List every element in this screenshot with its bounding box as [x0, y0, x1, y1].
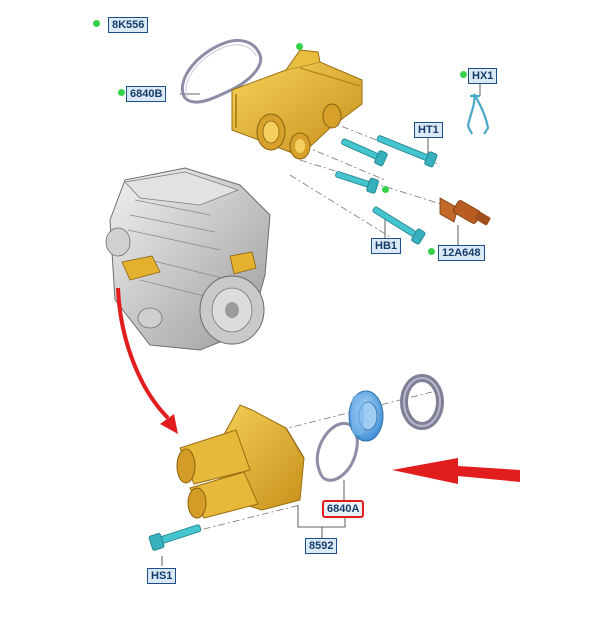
- callout-8592[interactable]: 8592: [305, 538, 338, 554]
- marker-dot: [118, 89, 125, 96]
- o-ring: [400, 374, 444, 430]
- lower-thermostat-housing-8592: [176, 404, 305, 519]
- callout-hx1[interactable]: HX1: [468, 68, 498, 84]
- callout-6840a[interactable]: 6840A: [322, 500, 365, 518]
- gasket-6840b: [180, 39, 263, 104]
- marker-dot: [460, 71, 467, 78]
- marker-dot: [93, 20, 100, 27]
- location-arrow: [116, 287, 178, 434]
- bolt-hs1: [148, 524, 202, 551]
- marker-dot: [296, 43, 303, 50]
- callout-ht1[interactable]: HT1: [414, 122, 443, 138]
- thermostat: [348, 390, 384, 442]
- callout-6840b[interactable]: 6840B: [126, 86, 167, 102]
- engine-block: [105, 167, 271, 351]
- upper-bolts: [335, 135, 438, 245]
- callout-12a648[interactable]: 12A648: [438, 245, 485, 261]
- marker-dot: [428, 248, 435, 255]
- callout-8k556[interactable]: 8K556: [108, 17, 149, 33]
- callout-hs1[interactable]: HS1: [147, 568, 177, 584]
- lower-leader-lines: [161, 480, 346, 566]
- gasket-6840a: [315, 421, 359, 482]
- marker-dot: [382, 186, 389, 193]
- callout-hb1[interactable]: HB1: [371, 238, 402, 254]
- upper-thermostat-housing: [231, 49, 363, 160]
- clip-hx1: [466, 93, 490, 135]
- temperature-sensor-12a648: [439, 197, 491, 226]
- focus-arrow: [392, 458, 520, 484]
- lower-axis-lines: [159, 389, 441, 541]
